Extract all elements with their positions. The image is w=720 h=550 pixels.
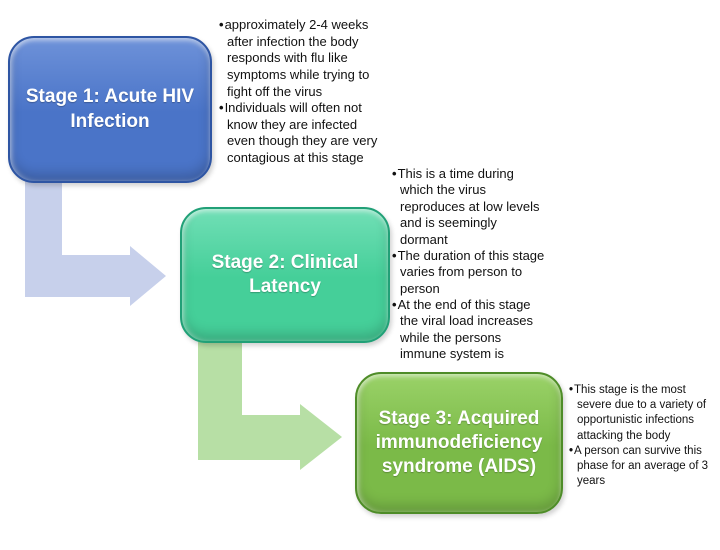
bullet-item: A person can survive this phase for an a…: [569, 444, 719, 490]
bullet-item: At the end of this stage the viral load …: [392, 297, 547, 363]
stage1-bullet-list: approximately 2-4 weeks after infection …: [219, 17, 384, 167]
bullet-item: Individuals will often not know they are…: [219, 100, 384, 167]
bullet-item: approximately 2-4 weeks after infection …: [219, 17, 384, 100]
elbow-arrow-stage1-to-stage2-icon: [25, 180, 166, 306]
stage1-box: Stage 1: Acute HIV Infection: [8, 36, 212, 183]
stage3-title: Stage 3: Acquired immunodeficiency syndr…: [375, 407, 543, 478]
stage2-box: Stage 2: Clinical Latency: [180, 207, 390, 343]
stage2-bullet-list: This is a time during which the virus re…: [392, 166, 547, 363]
bullet-item: This is a time during which the virus re…: [392, 166, 547, 248]
stage1-title: Stage 1: Acute HIV Infection: [25, 86, 195, 132]
stage2-title: Stage 2: Clinical Latency: [211, 251, 359, 297]
stage3-bullet-list: This stage is the most severe due to a v…: [569, 383, 719, 489]
bullet-item: This stage is the most severe due to a v…: [569, 383, 719, 444]
elbow-arrow-stage2-to-stage3-icon: [198, 342, 342, 470]
stage3-box: Stage 3: Acquired immunodeficiency syndr…: [355, 372, 563, 514]
bullet-item: The duration of this stage varies from p…: [392, 248, 547, 297]
